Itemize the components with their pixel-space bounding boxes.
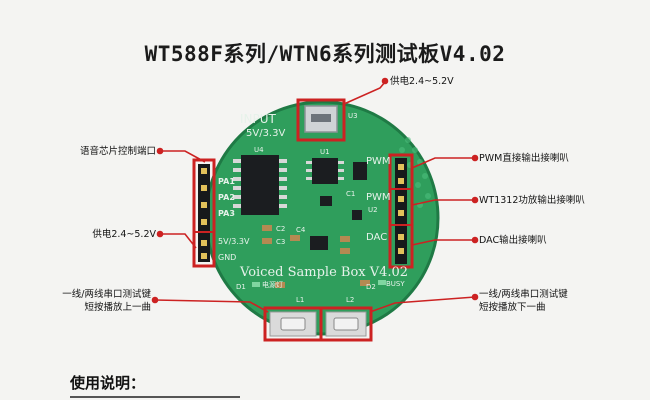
pin-label-pa2: PA2 bbox=[218, 193, 235, 202]
chip-label-c3: C3 bbox=[276, 238, 285, 246]
pin-label-vcc: 5V/3.3V bbox=[218, 237, 250, 246]
button-prev bbox=[263, 306, 323, 342]
chip-small bbox=[310, 162, 367, 250]
chip-label-u4: U4 bbox=[254, 146, 264, 154]
usage-heading: 使用说明： bbox=[70, 374, 146, 392]
chip-label-c1: C1 bbox=[346, 190, 355, 198]
callout-pwm-direct: PWM直接输出接喇叭 bbox=[479, 153, 569, 164]
callout-power-left: 供电2.4~5.2V bbox=[92, 229, 156, 240]
left-pin-header bbox=[192, 158, 216, 268]
leds bbox=[252, 280, 386, 287]
page-title: WT588F系列/WTN6系列测试板V4.02 bbox=[144, 42, 506, 66]
chip-label-c2: C2 bbox=[276, 225, 285, 233]
pin-label-pa3: PA3 bbox=[218, 209, 235, 218]
callout-button-left: 一线/两线串口测试键 短按播放上一曲 bbox=[20, 288, 151, 314]
callout-button-left-line2: 短按播放上一曲 bbox=[84, 302, 151, 313]
callout-button-right-line2: 短按播放下一曲 bbox=[479, 302, 546, 313]
callout-button-right-line1: 一线/两线串口测试键 bbox=[479, 289, 568, 300]
chip-label-u3: U3 bbox=[348, 112, 358, 120]
chip-label-c4: C4 bbox=[296, 226, 306, 234]
pin-label-pa1: PA1 bbox=[218, 177, 235, 186]
pin-label-dac: DAC bbox=[366, 232, 387, 243]
passive-components bbox=[262, 225, 370, 288]
chip-label-d1: D1 bbox=[236, 283, 246, 291]
board-input-label: INPUT bbox=[240, 112, 277, 126]
chip-label-d2: D2 bbox=[366, 283, 376, 291]
button-next bbox=[319, 306, 373, 342]
callout-wt1312: WT1312功放输出接喇叭 bbox=[479, 195, 585, 206]
board-name-label: Voiced Sample Box V4.02 bbox=[239, 265, 408, 280]
callout-voice-port: 语音芯片控制端口 bbox=[79, 146, 156, 157]
pin-label-gnd: GND bbox=[218, 253, 236, 262]
callout-power-top: 供电2.4~5.2V bbox=[390, 76, 454, 87]
right-pin-header bbox=[388, 153, 414, 269]
board-voltage-label: 5V/3.3V bbox=[246, 128, 285, 139]
truncated-text-line bbox=[70, 394, 240, 400]
chip-u1 bbox=[306, 158, 344, 184]
chip-label-u1: U1 bbox=[320, 148, 330, 156]
led-label-power: 电源灯 bbox=[262, 280, 283, 289]
chip-label-l2: L2 bbox=[346, 296, 354, 304]
chip-label-l1: L1 bbox=[296, 296, 304, 304]
usb-port bbox=[296, 98, 346, 142]
callout-button-left-line1: 一线/两线串口测试键 bbox=[62, 289, 151, 300]
callout-lines bbox=[151, 77, 479, 313]
callout-button-right: 一线/两线串口测试键 短按播放下一曲 bbox=[479, 288, 568, 314]
pin-label-pwm2: PWM bbox=[366, 192, 391, 203]
pin-label-pwm1: PWM bbox=[366, 156, 391, 167]
led-label-busy: BUSY bbox=[386, 280, 405, 288]
chip-label-u2: U2 bbox=[368, 206, 378, 214]
callout-dac: DAC输出接喇叭 bbox=[479, 235, 547, 246]
chip-u4 bbox=[233, 155, 287, 215]
